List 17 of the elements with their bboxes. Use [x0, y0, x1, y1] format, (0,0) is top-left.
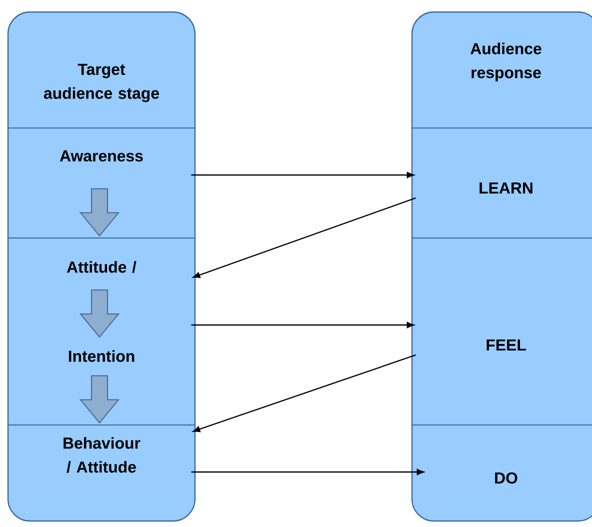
arrow [192, 197, 416, 278]
stage-label: Awareness [60, 150, 143, 162]
block-arrow [79, 375, 120, 424]
stage-label: LEARN [480, 182, 532, 194]
column-box [411, 11, 592, 522]
header-text: Target audience stage [44, 64, 159, 102]
arrow [192, 354, 416, 432]
arrow [191, 172, 414, 178]
column-box [7, 11, 196, 522]
block-arrow [79, 188, 120, 237]
arrow [191, 468, 424, 476]
stage-label: Attitude / Intention [66, 261, 136, 362]
header-text: Audience response [470, 42, 542, 82]
stage-label: FEEL [486, 340, 526, 350]
arrow [191, 322, 414, 328]
stage-label: DO [495, 472, 518, 484]
stage-label: Behaviour / Attitude [64, 437, 140, 473]
